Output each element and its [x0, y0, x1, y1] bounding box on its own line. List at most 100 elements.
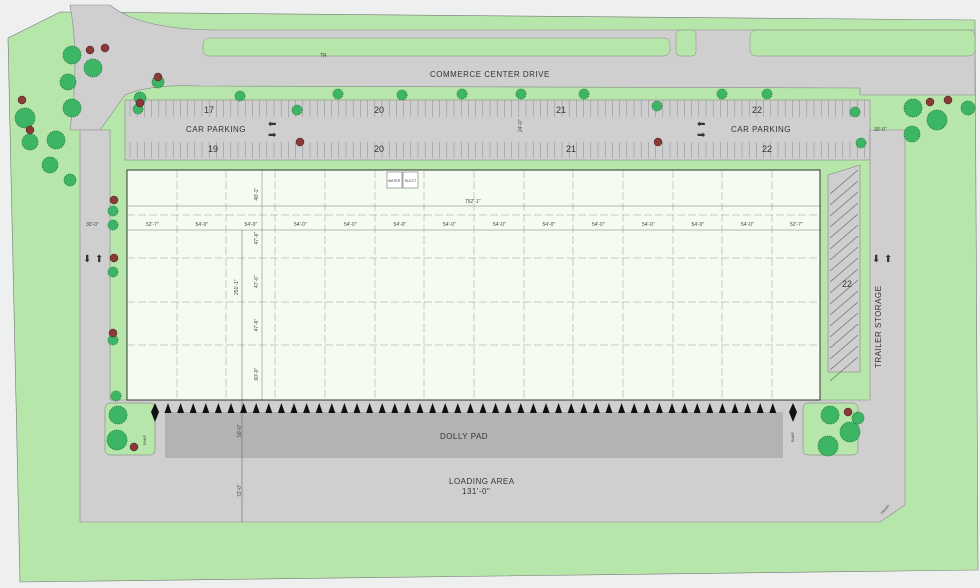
tree-icon	[14, 107, 36, 129]
tree-icon	[849, 106, 861, 118]
dock-door-marker	[555, 403, 563, 413]
ramp-marker	[789, 403, 797, 422]
tree-icon	[855, 137, 867, 149]
shrub-icon	[17, 95, 27, 105]
shrub-icon	[295, 137, 305, 147]
stall-count: 21	[556, 105, 566, 115]
dock-door-marker	[479, 403, 487, 413]
trailer-stall-line	[829, 356, 859, 382]
shrub-icon	[653, 137, 663, 147]
trailer-stall-line	[829, 224, 859, 250]
trailer-stall-line	[829, 246, 859, 272]
trailer-stall-line	[829, 257, 859, 283]
trailer-stall-line	[829, 235, 859, 261]
dock-door-marker	[429, 403, 437, 413]
tree-icon	[59, 73, 77, 91]
tree-icon	[106, 429, 128, 451]
stall-count: 19	[208, 144, 218, 154]
dock-door-marker	[668, 403, 676, 413]
parking-lot	[124, 99, 871, 161]
tree-icon	[107, 266, 119, 278]
dock-door-marker	[504, 403, 512, 413]
tree-icon	[651, 100, 663, 112]
dock-door-marker	[290, 403, 298, 413]
dock-door-marker	[403, 403, 411, 413]
trailer-stall-line	[829, 279, 859, 305]
tree-icon	[41, 156, 59, 174]
dock-door-marker	[592, 403, 600, 413]
bay-width: 54'-0"	[692, 222, 705, 228]
trailer-stall-line	[829, 312, 859, 338]
shrub-icon	[135, 98, 145, 108]
dock-door-marker	[756, 403, 764, 413]
dock-door-marker	[240, 403, 248, 413]
dock-door-marker	[605, 403, 613, 413]
tree-icon	[515, 88, 527, 100]
stall-count: 22	[752, 105, 762, 115]
svg-text:➡: ➡	[697, 130, 706, 141]
overall-depth: 251'-1"	[234, 279, 240, 295]
svg-text:⬆: ⬆	[95, 254, 103, 265]
svg-text:⬅: ⬅	[268, 119, 276, 130]
east-drive-width: 30'-0"	[874, 127, 887, 133]
tree-icon	[63, 173, 77, 187]
dock-door-marker	[731, 403, 739, 413]
trailer-stall-line	[829, 301, 859, 327]
trailer-stall-line	[829, 290, 859, 316]
trailer-stall-line	[829, 213, 859, 239]
dock-door-marker	[391, 403, 399, 413]
car-parking-label-east: CAR PARKING	[731, 125, 791, 134]
tree-icon	[817, 435, 839, 457]
tree-icon	[578, 88, 590, 100]
median	[675, 29, 697, 57]
bay-width: 54'-0"	[592, 222, 605, 228]
trailer-storage-count: 22	[842, 279, 852, 289]
dock-door-marker	[277, 403, 285, 413]
svg-text:⬆: ⬆	[884, 254, 892, 265]
tree-icon	[291, 104, 303, 116]
dock-door-marker	[353, 403, 361, 413]
tree-icon	[110, 390, 122, 402]
ramp-marker	[151, 403, 159, 422]
stall-count: 20	[374, 105, 384, 115]
shrub-icon	[25, 125, 35, 135]
ramp-label-east: RAMP	[791, 431, 795, 442]
bay-width: 54'-0"	[344, 222, 357, 228]
bay-depth: 47'-6"	[254, 232, 260, 245]
bay-depth: 47'-6"	[254, 319, 260, 332]
tree-icon	[83, 58, 103, 78]
dock-door-marker	[378, 403, 386, 413]
dock-door-marker	[542, 403, 550, 413]
elect-room-label: ELECT	[405, 179, 417, 183]
building	[126, 169, 821, 401]
bay-width: 54'-0"	[294, 222, 307, 228]
tree-icon	[456, 88, 468, 100]
dock-door-marker	[177, 403, 185, 413]
bay-width: 54'-0"	[642, 222, 655, 228]
dock-door-marker	[454, 403, 462, 413]
trailer-stall-line	[829, 180, 859, 206]
median	[749, 29, 976, 57]
dock-door-marker	[315, 403, 323, 413]
dock-door-marker	[718, 403, 726, 413]
tree-icon	[851, 411, 865, 425]
dolly-pad-label: DOLLY PAD	[440, 432, 488, 441]
dock-door-marker	[655, 403, 663, 413]
tree-icon	[46, 130, 66, 150]
transformer-label: TR	[320, 53, 327, 59]
shrub-icon	[109, 253, 119, 263]
dock-door-marker	[681, 403, 689, 413]
dock-door-marker	[340, 403, 348, 413]
tree-icon	[839, 421, 861, 443]
bay-width: 52'-7"	[146, 222, 159, 228]
tree-icon	[332, 88, 344, 100]
dock-door-marker	[466, 403, 474, 413]
dock-door-marker	[693, 403, 701, 413]
dock-door-marker	[517, 403, 525, 413]
street-name: COMMERCE CENTER DRIVE	[430, 70, 550, 79]
trailer-storage-area	[827, 164, 861, 373]
svg-text:⬇: ⬇	[872, 254, 880, 265]
bay-depth: 47'-6"	[254, 275, 260, 288]
bay-width: 54'-0"	[543, 222, 556, 228]
